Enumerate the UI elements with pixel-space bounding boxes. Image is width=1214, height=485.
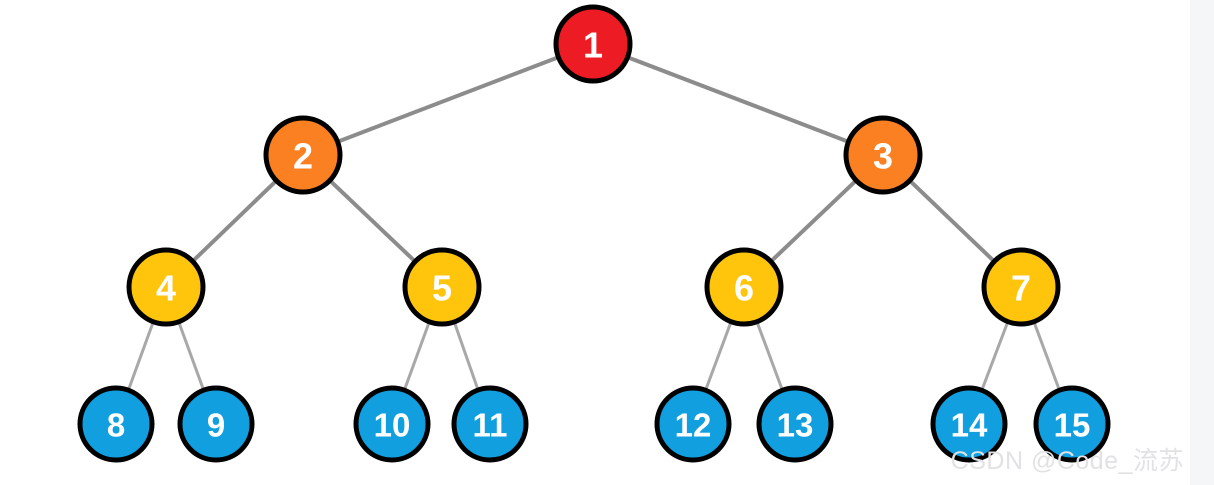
tree-node-4[interactable]: 4 — [126, 247, 206, 327]
tree-edge — [452, 318, 481, 394]
tree-edge — [979, 318, 1011, 394]
node-label: 7 — [1011, 268, 1031, 309]
tree-node-13[interactable]: 13 — [756, 385, 834, 463]
tree-edge — [1031, 318, 1062, 394]
tree-node-7[interactable]: 7 — [981, 247, 1061, 327]
tree-node-8[interactable]: 8 — [77, 385, 155, 463]
tree-edge — [176, 318, 206, 394]
node-label: 15 — [1054, 407, 1091, 444]
tree-edge — [754, 318, 785, 394]
tree-edge — [906, 177, 998, 265]
node-label: 6 — [734, 268, 754, 309]
node-label: 11 — [473, 407, 508, 444]
node-circle — [704, 247, 784, 327]
node-label: 3 — [873, 136, 893, 177]
tree-edge — [326, 177, 419, 265]
tree-edge — [189, 177, 280, 265]
tree-node-2[interactable]: 2 — [263, 115, 343, 195]
node-label: 12 — [675, 407, 712, 444]
tree-node-12[interactable]: 12 — [654, 385, 732, 463]
node-label: 13 — [777, 407, 814, 444]
node-circle — [553, 4, 633, 84]
node-label: 4 — [156, 268, 176, 309]
node-circle — [177, 385, 255, 463]
tree-edge — [126, 318, 156, 394]
tree-edge — [402, 318, 432, 394]
tree-node-11[interactable]: 11 — [451, 385, 529, 463]
tree-node-3[interactable]: 3 — [843, 115, 923, 195]
tree-node-14[interactable]: 14 — [930, 385, 1008, 463]
node-label: 2 — [293, 136, 313, 177]
node-circle — [654, 385, 732, 463]
node-circle — [451, 385, 529, 463]
node-circle — [126, 247, 206, 327]
tree-edge — [333, 54, 563, 145]
node-label: 5 — [432, 268, 452, 309]
tree-node-6[interactable]: 6 — [704, 247, 784, 327]
node-label: 10 — [374, 407, 411, 444]
node-circle — [353, 385, 431, 463]
node-circle — [930, 385, 1008, 463]
node-circle — [756, 385, 834, 463]
edge-layer — [126, 54, 1062, 394]
node-label: 1 — [583, 25, 603, 66]
node-circle — [843, 115, 923, 195]
tree-node-15[interactable]: 15 — [1033, 385, 1111, 463]
node-circle — [1033, 385, 1111, 463]
node-circle — [263, 115, 343, 195]
tree-node-9[interactable]: 9 — [177, 385, 255, 463]
tree-node-10[interactable]: 10 — [353, 385, 431, 463]
tree-edge — [623, 54, 853, 145]
node-circle — [77, 385, 155, 463]
tree-edge — [703, 318, 734, 394]
node-label: 8 — [107, 407, 125, 444]
node-circle — [402, 247, 482, 327]
right-gutter-strip — [1190, 0, 1214, 485]
node-circle — [981, 247, 1061, 327]
node-label: 14 — [951, 407, 988, 444]
tree-node-5[interactable]: 5 — [402, 247, 482, 327]
tree-node-1[interactable]: 1 — [553, 4, 633, 84]
node-label: 9 — [207, 407, 225, 444]
csdn-watermark: CSDN @Code_流苏 — [950, 447, 1184, 475]
tree-edge — [767, 177, 860, 265]
